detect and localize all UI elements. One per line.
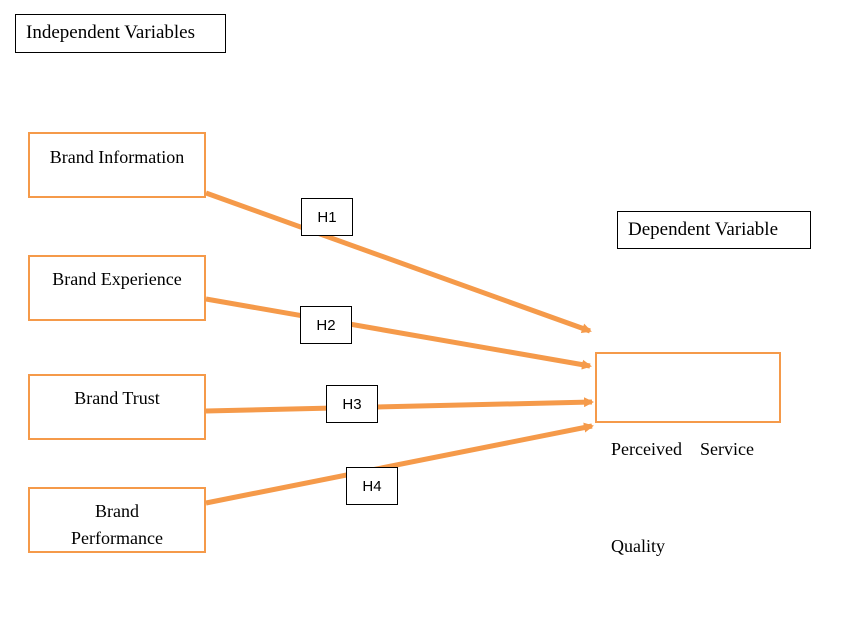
independent-variables-heading: Independent Variables	[15, 14, 226, 53]
independent-heading-text: Independent Variables	[26, 22, 196, 43]
perceived-service-quality-box: Perceived Service Quality	[595, 352, 781, 556]
arrow-h4	[205, 422, 594, 506]
perceived-service-quality-line2: Quality	[611, 536, 665, 556]
arrow-h2	[205, 296, 592, 370]
perceived-service-quality-line1: Perceived Service	[611, 439, 754, 459]
hypothesis-h3-label: H3	[342, 395, 362, 413]
brand-performance-label-line1: Brand	[95, 501, 139, 521]
hypothesis-h1: H1	[301, 198, 353, 236]
brand-trust-label: Brand Trust	[74, 388, 160, 408]
hypothesis-h3: H3	[326, 385, 378, 423]
brand-information-box: Brand Information	[28, 132, 206, 198]
brand-trust-box: Brand Trust	[28, 374, 206, 440]
arrow-layer	[205, 190, 594, 506]
arrow-h1	[205, 190, 592, 334]
arrow-h3	[205, 397, 594, 414]
brand-performance-label-line2: Performance	[71, 528, 163, 548]
brand-information-label: Brand Information	[49, 147, 185, 167]
dependent-variable-heading: Dependent Variable	[617, 211, 811, 249]
hypothesis-h2: H2	[300, 306, 352, 344]
hypothesis-h2-label: H2	[316, 316, 336, 334]
hypothesis-h4-label: H4	[362, 477, 382, 495]
brand-experience-label: Brand Experience	[52, 269, 182, 289]
brand-performance-box: Brand Performance	[28, 487, 206, 553]
dependent-heading-text: Dependent Variable	[628, 219, 779, 240]
brand-experience-box: Brand Experience	[28, 255, 206, 321]
hypothesis-h4: H4	[346, 467, 398, 505]
hypothesis-h1-label: H1	[317, 208, 337, 226]
research-model-diagram: Independent Variables Dependent Variable…	[15, 14, 811, 556]
